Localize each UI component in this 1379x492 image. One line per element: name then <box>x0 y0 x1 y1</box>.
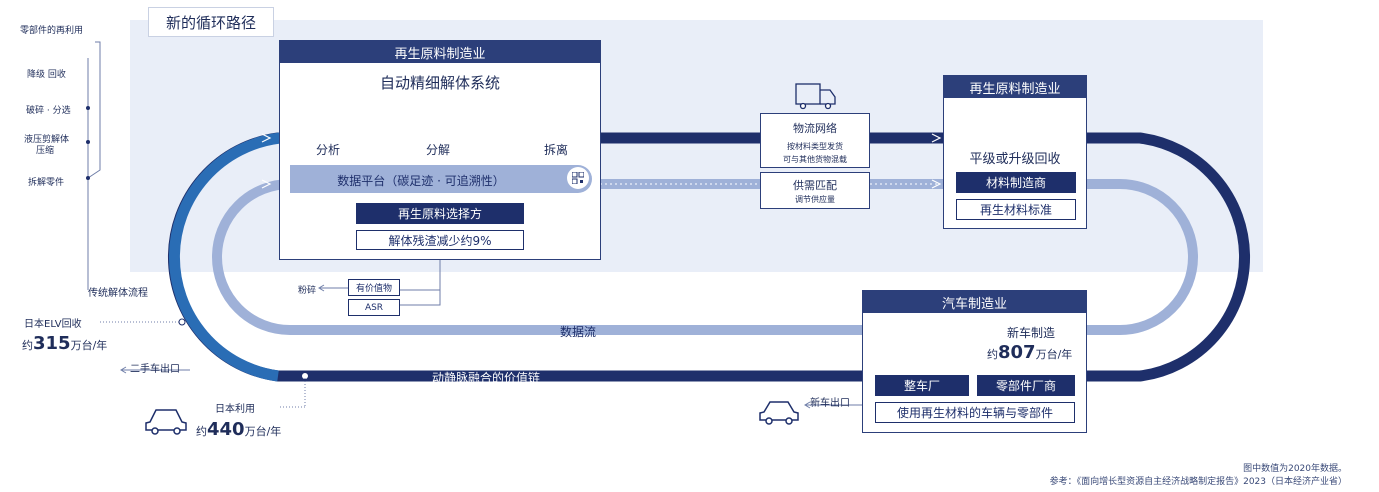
recycle-selector-box: 再生原料选择方 <box>356 203 524 224</box>
footnote-reference: 参考：《面向增长型资源自主经济战略制定报告》2023（日本经济产业省） <box>1049 477 1347 487</box>
left-list-dismantle: 拆解零件 <box>28 178 65 188</box>
new-car-unit: 万台/年 <box>1035 348 1073 361</box>
new-car-label: 新车制造 <box>1007 326 1056 340</box>
supply-demand-box: 供需匹配 调节供应量 <box>760 172 870 209</box>
elv-unit: 万台/年 <box>70 339 108 352</box>
left-list-shear: 液压剪解体 <box>24 135 70 145</box>
data-platform-label: 数据平台（碳足迹 · 可追溯性） <box>337 174 505 188</box>
automotive-manufacturing-box: 汽车制造业 新车制造 约807万台/年 整车厂 零部件厂商 使用再生材料的车辆与… <box>862 290 1087 433</box>
traditional-process-arc <box>168 132 281 382</box>
logistics-network-box: 物流网络 按材料类型发货 可与其他货物混载 <box>760 113 870 168</box>
recycled-material-standard-box: 再生材料标准 <box>956 199 1076 220</box>
upgrade-recycle-label: 平级或升级回收 <box>969 152 1061 167</box>
supply-demand-title: 供需匹配 <box>793 179 837 192</box>
new-car-volume: 约807万台/年 <box>987 342 1072 363</box>
qr-code-icon <box>567 167 589 189</box>
recycle-box-header: 再生原料制造业 <box>280 41 600 63</box>
oem-box: 整车厂 <box>875 375 969 396</box>
upgrade-recycle-box: 再生原料制造业 平级或升级回收 材料制造商 再生材料标准 <box>943 75 1087 229</box>
supply-demand-sub: 调节供应量 <box>795 195 835 204</box>
data-flow-label: 数据流 <box>560 325 597 339</box>
domestic-unit: 万台/年 <box>244 425 282 438</box>
auto-dismantle-system-title: 自动精细解体系统 <box>379 74 500 92</box>
diagram-title: 新的循环路径 <box>148 7 274 37</box>
step-separate: 拆离 <box>544 143 569 157</box>
parts-maker-box: 零部件厂商 <box>977 375 1075 396</box>
elv-volume: 约315万台/年 <box>22 333 107 354</box>
left-list-crush-sort: 破碎 · 分选 <box>26 106 71 116</box>
step-analyze: 分析 <box>316 143 341 157</box>
recycle-manufacturing-box: 再生原料制造业 自动精细解体系统 分析 分解 拆离 数据平台（碳足迹 · 可追溯… <box>279 40 601 260</box>
residue-reduction-box: 解体残渣减少约9% <box>356 230 524 250</box>
logistics-line1: 按材料类型发货 <box>787 142 843 151</box>
footnote-data-year: 图中数值为2020年数据。 <box>1243 464 1347 474</box>
new-car-prefix: 约 <box>987 348 998 361</box>
upgrade-box-header: 再生原料制造业 <box>944 76 1086 98</box>
new-car-export-label: 新车出口 <box>810 398 850 409</box>
left-list-compress: 压缩 <box>36 146 55 156</box>
value-chain-label: 动静脉融合的价值链 <box>432 371 541 385</box>
left-list-downgrade: 降级 回收 <box>27 70 66 80</box>
left-list-reuse: 零部件的再利用 <box>20 26 84 36</box>
elv-value: 315 <box>33 333 71 354</box>
crush-label: 粉碎 <box>298 286 317 296</box>
traditional-process-label: 传统解体流程 <box>88 288 148 299</box>
domestic-prefix: 约 <box>196 425 207 438</box>
used-car-export-label: 二手车出口 <box>130 364 180 375</box>
recycled-vehicles-box: 使用再生材料的车辆与零部件 <box>875 402 1075 423</box>
data-platform-bar: 数据平台（碳足迹 · 可追溯性） <box>290 165 592 193</box>
domestic-use-label: 日本利用 <box>215 404 255 415</box>
material-maker-box: 材料制造商 <box>956 172 1076 193</box>
step-decompose: 分解 <box>426 143 451 157</box>
auto-box-header: 汽车制造业 <box>863 291 1086 313</box>
domestic-car-icon <box>145 409 187 435</box>
asr-box: ASR <box>348 299 400 316</box>
new-car-value: 807 <box>998 342 1036 363</box>
logistics-line2: 可与其他货物混载 <box>783 155 847 164</box>
truck-icon <box>795 83 836 110</box>
logistics-title: 物流网络 <box>793 122 837 135</box>
domestic-volume: 约440万台/年 <box>196 419 281 440</box>
valuable-material-box: 有价值物 <box>348 279 400 296</box>
elv-label: 日本ELV回收 <box>24 319 82 330</box>
inner-data-flow-loop <box>212 179 1198 335</box>
domestic-value: 440 <box>207 419 245 440</box>
elv-prefix: 约 <box>22 339 33 352</box>
export-car-icon <box>759 401 799 425</box>
